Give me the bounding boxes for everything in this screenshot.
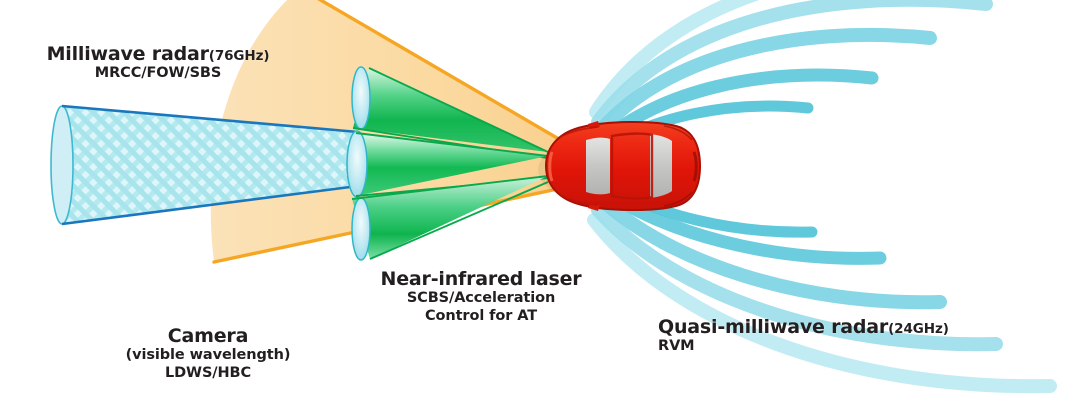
label-quasi-title-line: Quasi-milliwave radar(24GHz) — [658, 316, 1075, 338]
car-top-view — [538, 121, 702, 211]
milliwave-radar-beam — [50, 104, 359, 226]
label-camera-title: Camera — [167, 325, 249, 347]
near-infrared-laser-beams — [346, 66, 549, 261]
label-camera-subtitle-2: LDWS/HBC — [164, 364, 252, 381]
label-laser-subtitle: SCBS/Acceleration — [406, 290, 556, 307]
label-milliwave-radar: Milliwave radar(76GHz) MRCC/FOW/SBS — [18, 43, 298, 83]
label-near-infrared-laser: Near-infrared laser SCBS/Acceleration Co… — [352, 268, 610, 325]
label-quasi-frequency: (24GHz) — [888, 321, 949, 337]
label-camera: Camera (visible wavelength) LDWS/HBC — [78, 325, 338, 382]
radar-waves-lower — [587, 180, 1057, 394]
laser-cone-bottom — [351, 175, 549, 261]
laser-cone-top — [351, 66, 549, 159]
label-milliwave-title: Milliwave radar — [46, 43, 209, 65]
label-quasi-milliwave-radar: Quasi-milliwave radar(24GHz) RVM — [658, 316, 1075, 356]
label-quasi-title: Quasi-milliwave radar — [658, 316, 889, 338]
label-milliwave-title-line: Milliwave radar(76GHz) — [18, 43, 298, 65]
label-milliwave-frequency: (76GHz) — [208, 48, 270, 64]
label-quasi-subtitle: RVM — [658, 338, 695, 355]
label-milliwave-subtitle: MRCC/FOW/SBS — [94, 65, 222, 82]
label-laser-subtitle-2: Control for AT — [424, 307, 538, 324]
label-camera-subtitle: (visible wavelength) — [125, 347, 291, 364]
label-laser-title: Near-infrared laser — [380, 268, 582, 290]
